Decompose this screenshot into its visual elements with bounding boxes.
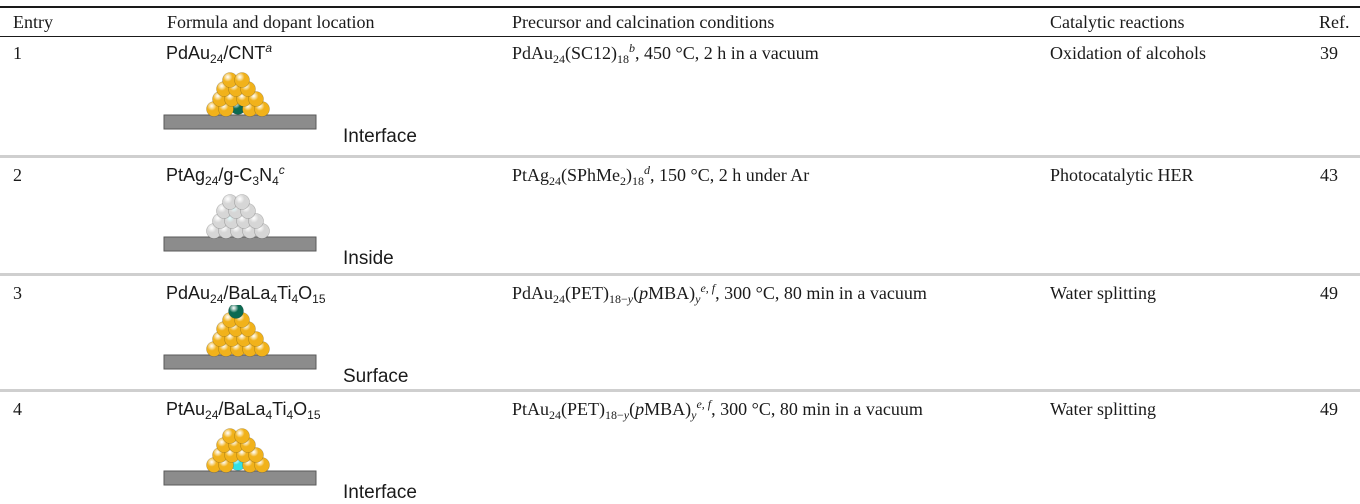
shell-atom xyxy=(248,91,264,107)
cell-formula: PdAu24/CNTa xyxy=(166,41,273,66)
cluster-illustration xyxy=(163,72,317,130)
cluster-illustration xyxy=(163,428,317,486)
cell-reaction: Oxidation of alcohols xyxy=(1050,43,1206,63)
support-substrate xyxy=(163,236,317,252)
cell-reaction: Water splitting xyxy=(1050,399,1157,419)
cluster-illustration xyxy=(163,305,317,370)
cluster-model-interface xyxy=(162,65,322,135)
cell-formula: PtAu24/BaLa4Ti4O15 xyxy=(166,399,321,422)
cell-precursor: PdAu24(PET)18−y(pMBA)ye, f, 300 °C, 80 m… xyxy=(512,281,927,306)
cell-reaction: Photocatalytic HER xyxy=(1050,165,1194,185)
table-header-rule xyxy=(0,36,1360,37)
dopant-location-label: Surface xyxy=(343,366,409,387)
cell-precursor: PdAu24(SC12)18b, 450 °C, 2 h in a vacuum xyxy=(512,41,819,66)
cell-formula: PdAu24/BaLa4Ti4O15 xyxy=(166,283,326,306)
dopant-atom xyxy=(228,305,244,319)
dopant-location-label: Inside xyxy=(343,248,394,269)
cell-ref: 39 xyxy=(1320,43,1338,63)
cell-precursor: PtAg24(SPhMe2)18d, 150 °C, 2 h under Ar xyxy=(512,163,810,188)
cluster-illustration xyxy=(163,194,317,252)
support-substrate xyxy=(163,114,317,130)
shell-atom xyxy=(234,428,250,444)
cell-entry: 2 xyxy=(13,165,22,185)
header-ref: Ref. xyxy=(1319,12,1350,32)
shell-atom xyxy=(234,194,250,210)
support-substrate xyxy=(163,470,317,486)
cell-entry: 1 xyxy=(13,43,22,63)
row-separator xyxy=(0,155,1360,158)
cell-precursor: PtAu24(PET)18−y(pMBA)ye, f, 300 °C, 80 m… xyxy=(512,397,923,422)
cell-entry: 3 xyxy=(13,283,22,303)
cluster-model-inside xyxy=(162,187,322,257)
shell-atom xyxy=(248,213,264,229)
cell-formula: PtAg24/g-C3N4c xyxy=(166,163,285,188)
header-reactions: Catalytic reactions xyxy=(1050,12,1185,32)
header-precursor: Precursor and calcination conditions xyxy=(512,12,775,32)
cell-ref: 43 xyxy=(1320,165,1338,185)
cell-ref: 49 xyxy=(1320,399,1338,419)
header-formula: Formula and dopant location xyxy=(167,12,375,32)
cell-reaction: Water splitting xyxy=(1050,283,1157,303)
row-separator xyxy=(0,273,1360,276)
cluster-model-interface xyxy=(162,421,322,491)
cell-ref: 49 xyxy=(1320,283,1338,303)
support-substrate xyxy=(163,354,317,370)
shell-atom xyxy=(234,72,250,88)
dopant-location-label: Interface xyxy=(343,482,417,503)
cluster-model-surface xyxy=(162,305,322,375)
row-separator xyxy=(0,389,1360,392)
dopant-location-label: Interface xyxy=(343,126,417,147)
header-entry: Entry xyxy=(13,12,53,32)
cell-entry: 4 xyxy=(13,399,22,419)
table-top-rule xyxy=(0,6,1360,8)
shell-atom xyxy=(248,447,264,463)
shell-atom xyxy=(248,331,264,347)
